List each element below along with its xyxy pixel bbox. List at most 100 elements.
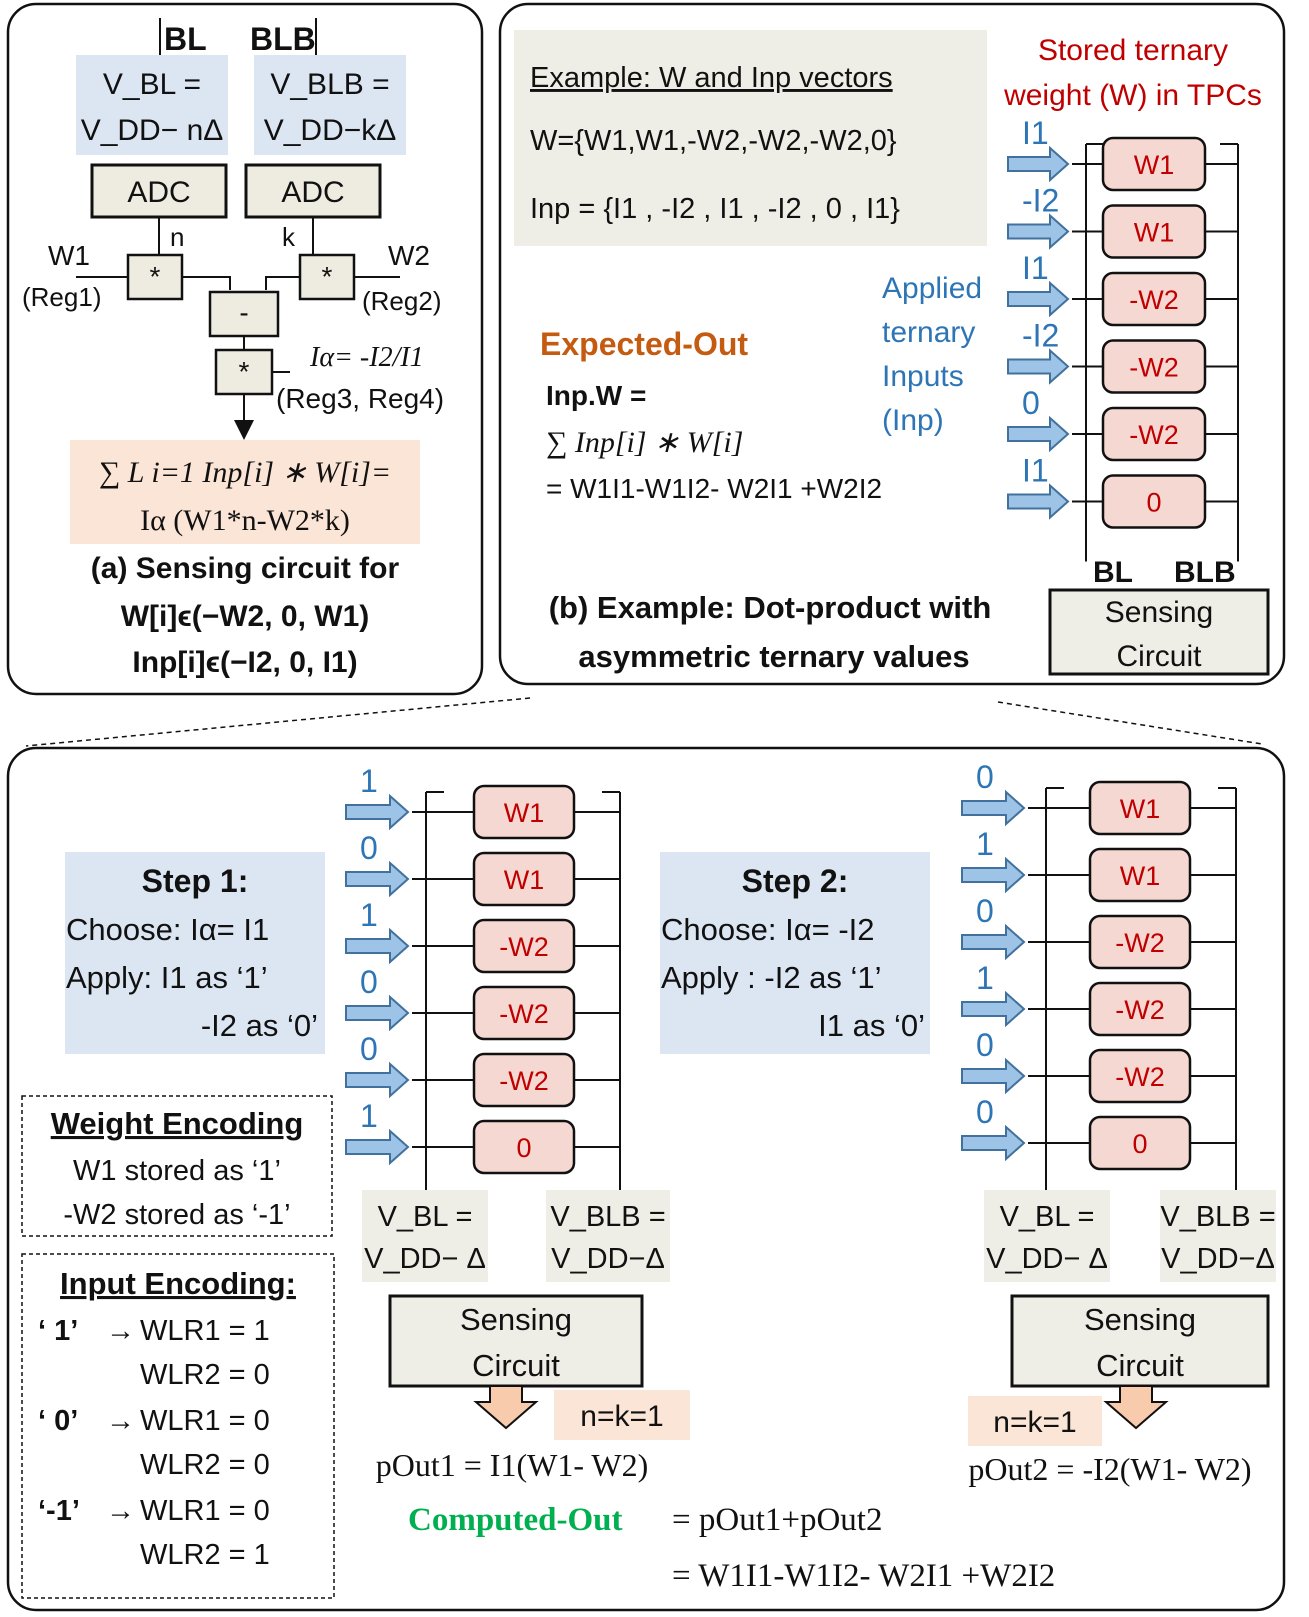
panel-b: Example: W and Inp vectors W={W1,W1,-W2,… xyxy=(498,2,1286,686)
input-value-label: 1 xyxy=(360,897,378,933)
step1-apply2: -I2 as ‘0’ xyxy=(201,1008,318,1043)
step2-apply2: I1 as ‘0’ xyxy=(818,1008,925,1043)
input-value-label: 0 xyxy=(976,759,994,795)
v-bl-line1: V_BL = xyxy=(103,68,201,101)
n-label: n xyxy=(170,222,184,252)
v-bl-line2: V_DD− nΔ xyxy=(81,114,224,147)
computed-line1: = pOut1+pOut2 xyxy=(672,1502,882,1538)
input-arrow-icon xyxy=(345,927,410,965)
step1-vblb-line1: V_BLB = xyxy=(550,1201,665,1233)
w-vector: W={W1,W1,-W2,-W2,-W2,0} xyxy=(530,125,897,157)
encoding-symbol: ‘ 1’ xyxy=(38,1315,78,1347)
w2-label: W2 xyxy=(388,240,430,271)
step1-pout: pOut1 = I1(W1- W2) xyxy=(376,1447,649,1483)
applied-line1: Applied xyxy=(882,272,982,305)
ternary-cell xyxy=(1088,847,1192,903)
input-arrow-icon xyxy=(961,923,1026,961)
panel-b-frame xyxy=(498,2,1286,686)
stored-label-line1: Stored ternary xyxy=(1038,34,1228,67)
encoding-wl-r1: WLR1 = 0 xyxy=(140,1405,270,1437)
ternary-cell xyxy=(1101,271,1207,327)
ternary-cell xyxy=(1101,136,1207,192)
weight-encoding-title: Weight Encoding xyxy=(51,1106,304,1141)
ternary-cell xyxy=(1088,1115,1192,1171)
input-value-label: 0 xyxy=(360,830,378,866)
ternary-cell xyxy=(472,784,576,840)
reg2-label: (Reg2) xyxy=(362,286,441,316)
expected-title: Expected-Out xyxy=(540,326,748,362)
weight-encoding-line1: W1 stored as ‘1’ xyxy=(73,1155,281,1187)
step2-vbl-line1: V_BL = xyxy=(1000,1201,1095,1233)
ternary-cell-label: W1 xyxy=(1134,218,1175,248)
w1-label: W1 xyxy=(48,240,90,271)
encoding-wl-r1: WLR1 = 1 xyxy=(140,1315,270,1347)
step2-vblb-line1: V_BLB = xyxy=(1160,1201,1275,1233)
zoom-line-right xyxy=(997,701,1263,745)
bl-label-b: BL xyxy=(1093,556,1133,589)
computed-label: Computed-Out xyxy=(408,1502,623,1538)
arrow-right-icon: → xyxy=(106,1495,135,1527)
encoding-symbol: ‘-1’ xyxy=(38,1495,80,1527)
adc-right-label: ADC xyxy=(281,176,344,209)
encoding-wl-r2: WLR2 = 1 xyxy=(140,1539,270,1571)
step1-nk-box xyxy=(554,1390,690,1440)
step2-apply1: Apply : -I2 as ‘1’ xyxy=(661,960,882,995)
adc-right xyxy=(244,163,382,219)
ternary-cell-label: W1 xyxy=(1134,150,1175,180)
input-encoding-title: Input Encoding: xyxy=(60,1266,296,1301)
ternary-cell xyxy=(1101,474,1207,529)
ternary-cell xyxy=(1088,780,1192,836)
mult-right-symbol: * xyxy=(322,261,333,292)
ternary-cell xyxy=(1101,339,1207,394)
input-value-label: I1 xyxy=(1022,250,1049,286)
ternary-cell-label: W1 xyxy=(504,865,545,895)
input-arrow-icon xyxy=(345,860,410,898)
input-arrow-icon xyxy=(1007,348,1070,385)
step1-nk: n=k=1 xyxy=(580,1400,663,1433)
ternary-cell-label: 0 xyxy=(516,1133,531,1163)
ternary-cell xyxy=(1101,204,1207,259)
input-value-label: 0 xyxy=(360,1031,378,1067)
caption-b-line1: (b) Example: Dot-product with xyxy=(549,590,992,625)
input-value-label: 1 xyxy=(976,826,994,862)
v-blb-box xyxy=(254,55,406,155)
step2-sensing-box xyxy=(1010,1294,1270,1388)
applied-line3: Inputs xyxy=(882,360,964,393)
step1-vbl-box xyxy=(362,1190,488,1282)
step2-down-arrow xyxy=(1103,1385,1169,1430)
ternary-cell-label: -W2 xyxy=(1129,285,1179,315)
input-arrow-icon xyxy=(345,1061,410,1099)
mult-right xyxy=(298,253,356,301)
example-box xyxy=(514,30,987,246)
step2-sensing-line1: Sensing xyxy=(1084,1302,1196,1337)
expected-line2: ∑ Inp[i] ∗ W[i] xyxy=(546,426,743,459)
expected-line3: = W1I1-W1I2- W2I1 +W2I2 xyxy=(546,473,882,504)
step2-sensing-line2: Circuit xyxy=(1096,1348,1184,1383)
input-arrow-icon xyxy=(345,1128,410,1166)
input-arrow-icon xyxy=(961,1057,1026,1095)
k-label: k xyxy=(282,222,296,252)
step1-down-arrow xyxy=(473,1385,539,1430)
input-value-label: I1 xyxy=(1022,115,1049,151)
input-value-label: 0 xyxy=(1022,385,1040,421)
panel-c: Step 1: Choose: Iα= I1 Apply: I1 as ‘1’ … xyxy=(6,746,1286,1612)
step1-sensing-line2: Circuit xyxy=(472,1348,560,1383)
bl-label: BL xyxy=(164,21,207,57)
ternary-cell-label: W1 xyxy=(1120,861,1161,891)
sensing-box-b xyxy=(1048,588,1270,676)
ternary-cell xyxy=(472,1052,576,1108)
input-value-label: I1 xyxy=(1022,453,1049,489)
ternary-cell-label: -W2 xyxy=(1115,928,1165,958)
blb-label-b: BLB xyxy=(1174,556,1236,589)
reg34-label: (Reg3, Reg4) xyxy=(276,383,444,414)
mult-final-symbol: * xyxy=(239,356,250,387)
step2-pout: pOut2 = -I2(W1- W2) xyxy=(968,1451,1251,1487)
arrow-right-icon: → xyxy=(106,1405,135,1437)
sum-line2: Iα (W1*n-W2*k) xyxy=(140,504,350,537)
sum-line1: ∑ L i=1 Inp[i] ∗ W[i]= xyxy=(99,456,391,489)
